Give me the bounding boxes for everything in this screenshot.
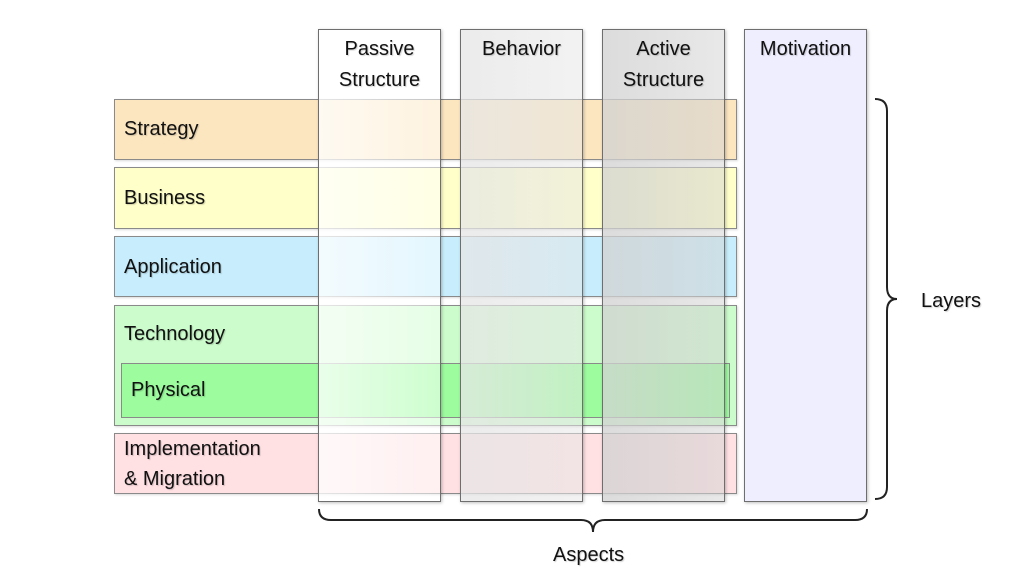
aspect-label-motivation: Motivation — [759, 38, 852, 60]
layer-label-implementation-migration: Implementation & Migration — [124, 438, 261, 490]
aspect-active-structure: Active Structure — [602, 29, 725, 502]
layers-brace-label: Layers — [921, 290, 982, 312]
aspect-behavior: Behavior — [460, 29, 583, 502]
layer-label-business: Business — [124, 187, 206, 209]
aspect-motivation: Motivation — [744, 29, 867, 502]
aspect-label-active-structure: Active Structure — [622, 38, 705, 91]
layer-label-physical: Physical — [131, 379, 206, 401]
layer-label-technology: Technology — [124, 323, 226, 345]
layer-label-strategy: Strategy — [124, 118, 199, 140]
aspect-label-behavior: Behavior — [482, 38, 561, 60]
aspect-label-passive-structure: Passive Structure — [338, 38, 421, 91]
aspects-brace-label: Aspects — [553, 544, 625, 566]
aspect-passive-structure: Passive Structure — [318, 29, 441, 502]
aspects-brace — [318, 508, 868, 533]
layer-label-application: Application — [124, 256, 222, 278]
layers-brace — [874, 98, 898, 500]
